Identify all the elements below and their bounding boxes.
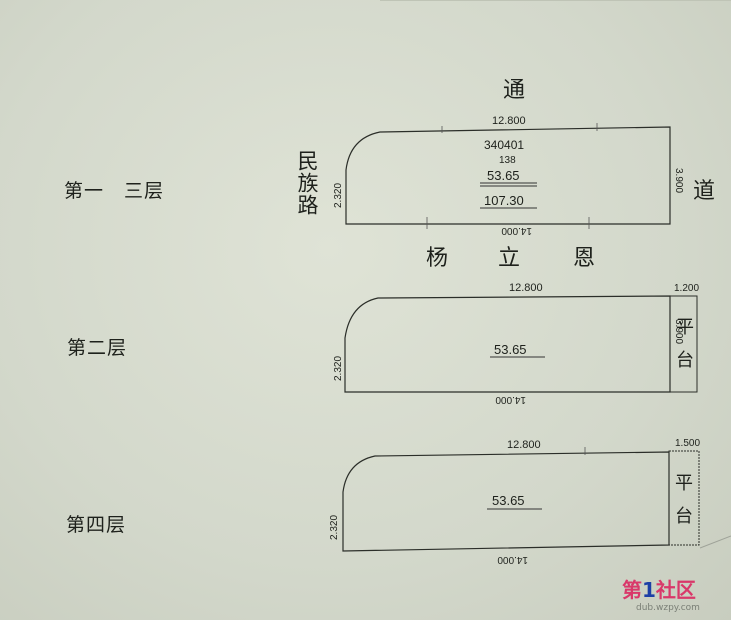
floor-label-1-3: 第一 三层: [64, 180, 165, 202]
plan-1-height-right: 3.900: [673, 168, 684, 193]
plan-1-area: 53.65: [487, 168, 520, 183]
plan-4-outline: [342, 451, 670, 552]
left-road-label: 民族路: [295, 150, 319, 216]
plan-2-platform-char-1: 平: [676, 317, 694, 338]
top-road-label: 通: [503, 78, 526, 103]
watermark-url: dub.wzpy.com: [636, 603, 700, 613]
plan-4-width-top: 12.800: [507, 439, 541, 451]
right-road-label: 道: [693, 179, 716, 204]
plan-2-width-bottom: 14.000: [495, 394, 526, 405]
plan-1-total-area: 107.30: [484, 193, 524, 208]
watermark-main-right: 社区: [655, 578, 696, 602]
plan-2-platform: [669, 295, 698, 393]
watermark-main-left: 第: [622, 578, 642, 602]
plan-4-platform-char-2: 台: [675, 506, 693, 527]
plan-1-outline: [345, 126, 671, 225]
neighbor-char-2: 立: [498, 246, 521, 271]
plan-2-height-right: 3.900: [673, 319, 684, 344]
plan-2-height-left: 2.320: [333, 356, 344, 381]
plan-4-platform-width: 1.500: [675, 438, 700, 449]
plan-2-outline: [344, 295, 671, 393]
plan-floor-2: 12.800 1.200 53.65 2.320 3.900 平 台 14.00…: [333, 282, 699, 405]
plan-4-width-bottom: 14.000: [497, 554, 528, 565]
watermark: 第1社区 dub.wzpy.com: [622, 574, 726, 613]
plan-2-platform-width: 1.200: [674, 283, 699, 294]
plan-1-width-bottom: 14.000: [501, 225, 532, 236]
plan-1-width-top: 12.800: [492, 115, 526, 127]
plan-2-width-top: 12.800: [509, 282, 543, 294]
plan-4-height-left: 2.320: [329, 515, 340, 540]
plan-floor-1-3: 12.800 340401 138 53.65 107.30 2.320 3.9…: [333, 115, 684, 236]
plan-1-height-left: 2.320: [333, 183, 344, 208]
plan-1-subcode: 138: [499, 155, 516, 166]
neighbor-char-3: 恩: [573, 246, 596, 271]
plan-floor-4: 12.800 1.500 53.65 2.320 平 台 14.000: [329, 438, 700, 565]
neighbor-char-1: 杨: [426, 246, 449, 271]
floor-label-2: 第二层: [67, 337, 128, 359]
plan-2-area: 53.65: [494, 342, 527, 357]
plan-2-platform-char-2: 台: [676, 350, 694, 371]
plan-1-code: 340401: [484, 138, 524, 152]
plan-4-area: 53.65: [492, 493, 525, 508]
plan-4-platform-char-1: 平: [675, 473, 693, 494]
watermark-logo: 第1社区: [622, 574, 726, 603]
plan-4-platform: [668, 450, 700, 546]
watermark-main-mid: 1: [642, 578, 656, 602]
floor-label-4: 第四层: [66, 514, 127, 536]
